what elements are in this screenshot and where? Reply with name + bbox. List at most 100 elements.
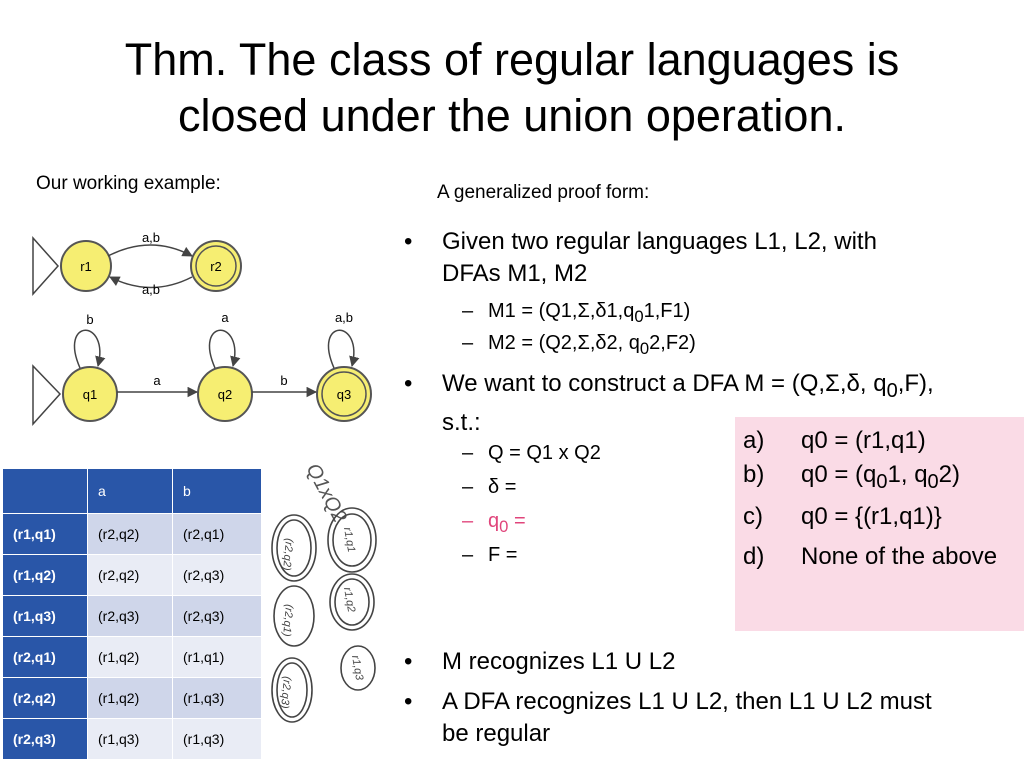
edge-label-top: a,b xyxy=(142,230,160,245)
start-arrow-icon xyxy=(32,364,62,426)
table-row-header: (r2,q1) xyxy=(2,636,88,678)
bullet-given-text: Given two regular languages L1, L2, with… xyxy=(442,228,877,287)
state-r2-accept-ring xyxy=(195,245,237,287)
table-cell: (r2,q2) xyxy=(87,513,173,555)
hand-circle xyxy=(327,507,377,573)
hand-circle xyxy=(271,657,313,723)
table-row: (r1,q2) (r2,q2) (r2,q3) xyxy=(2,554,262,596)
quiz-option-label: b) xyxy=(743,461,765,488)
state-q3-accept-ring xyxy=(321,371,367,417)
working-example-label: Our working example: xyxy=(36,173,221,194)
quiz-b-text-3: 2) xyxy=(938,461,961,488)
m2-text-end: 2,F2) xyxy=(649,332,696,354)
bullet-conclusion-text: A DFA recognizes L1 U L2, then L1 U L2 m… xyxy=(442,688,932,747)
m1-sub: 0 xyxy=(634,307,644,326)
table-cell: (r1,q2) xyxy=(87,636,173,678)
loop-q2 xyxy=(208,329,241,369)
bullet-conclusion: • A DFA recognizes L1 U L2, then L1 U L2… xyxy=(404,686,934,750)
hand-circle-label: (r2,q2) xyxy=(280,538,295,572)
table-row-header: (r1,q2) xyxy=(2,554,88,596)
q-def-text: Q = Q1 x Q2 xyxy=(488,442,601,464)
state-q1-label: q1 xyxy=(83,387,97,402)
state-q3-label: q3 xyxy=(337,387,351,402)
table-row-header: (r1,q1) xyxy=(2,513,88,555)
hand-circle xyxy=(271,514,317,582)
dash-icon: – xyxy=(462,510,474,532)
bullet-dot-icon: • xyxy=(404,688,413,715)
state-q2-label: q2 xyxy=(218,387,232,402)
dash-icon: – xyxy=(462,476,474,498)
q0-sub: 0 xyxy=(499,517,509,536)
sub-bullet-delta: –δ = xyxy=(462,474,516,500)
m2-sub: 0 xyxy=(639,339,650,358)
title-line-2: closed under the union operation. xyxy=(178,90,846,141)
hand-circle-label: r1,q1 xyxy=(341,526,357,553)
sub-bullet-q0: –q0 = xyxy=(462,508,526,540)
title-line-1: Thm. The class of regular languages is xyxy=(124,34,900,85)
bullet-dot-icon: • xyxy=(404,228,413,255)
f-def-text: F = xyxy=(488,544,518,566)
dfa2-diagram: q1 q2 q3 b a a,b a b xyxy=(32,310,372,426)
edge-r1-r2 xyxy=(107,244,193,257)
m1-text: M1 = (Q1,Σ,δ1,q xyxy=(488,300,635,322)
hand-circle-label: (r2,q1) xyxy=(280,604,295,638)
q0-text-end: = xyxy=(508,510,526,532)
want-text-end: ,F), s.t.: xyxy=(442,370,934,436)
bullet-want-text: We want to construct a DFA M = (Q,Σ,δ, q… xyxy=(442,368,934,439)
quiz-option-label: a) xyxy=(743,427,765,454)
table-row-header: (r2,q3) xyxy=(2,718,88,760)
sub-bullet-m2: –M2 = (Q2,Σ,δ2, q02,F2) xyxy=(462,330,696,362)
table-cell: (r2,q3) xyxy=(172,595,262,637)
table-row: (r1,q3) (r2,q3) (r2,q3) xyxy=(2,595,262,637)
table-cell: (r1,q1) xyxy=(172,636,262,678)
loop-q2-label: a xyxy=(221,310,229,325)
edge-r2-r1 xyxy=(109,276,193,289)
table-header-cell: b xyxy=(172,468,262,514)
hand-circle-label: (r2,q3) xyxy=(278,676,293,710)
loop-q3 xyxy=(327,329,360,369)
proof-form-label: A generalized proof form: xyxy=(437,182,650,203)
handwritten-annotations: Q1xQ2 (r2,q2) r1,q1 (r2,q1) r1,q2 (r2,q3… xyxy=(271,460,377,723)
quiz-option-label: c) xyxy=(743,503,763,530)
bullet-recognizes-text: M recognizes L1 U L2 xyxy=(442,648,676,675)
edge-label-bottom: a,b xyxy=(142,282,160,297)
edge-q1-q2-label: a xyxy=(153,373,161,388)
sub-bullet-m1: –M1 = (Q1,Σ,δ1,q01,F1) xyxy=(462,298,690,330)
quiz-b-text-1: q0 = (q xyxy=(801,461,877,488)
quiz-b-sub-1: 0 xyxy=(876,470,888,493)
hand-circle xyxy=(340,645,376,691)
hand-circle xyxy=(329,573,375,631)
dash-icon: – xyxy=(462,544,474,566)
loop-q1 xyxy=(73,329,106,369)
quiz-option-text: q0 = {(r1,q1)} xyxy=(801,503,942,530)
sub-bullet-q: –Q = Q1 x Q2 xyxy=(462,440,601,466)
slide-title: Thm. The class of regular languages is c… xyxy=(0,32,1024,144)
state-r1-label: r1 xyxy=(80,259,92,274)
quiz-option-a: a) q0 = (r1,q1) xyxy=(743,425,1021,457)
hand-circle xyxy=(334,578,370,626)
hand-circle xyxy=(276,662,308,718)
table-row-header: (r2,q2) xyxy=(2,677,88,719)
table-row-header: (r1,q3) xyxy=(2,595,88,637)
table-header-cell: a xyxy=(87,468,173,514)
state-r2 xyxy=(190,240,242,292)
bullet-dot-icon: • xyxy=(404,648,413,675)
dash-icon: – xyxy=(462,332,474,354)
table-cell: (r2,q2) xyxy=(87,554,173,596)
sub-bullet-f: –F = xyxy=(462,542,517,568)
table-row: (r2,q3) (r1,q3) (r1,q3) xyxy=(2,718,262,760)
start-arrow-icon xyxy=(32,236,60,296)
delta-def-text: δ = xyxy=(488,476,517,498)
table-row: (r2,q1) (r1,q2) (r1,q1) xyxy=(2,636,262,678)
quiz-option-text: q0 = (r1,q1) xyxy=(801,427,926,454)
hand-circle-label: r1,q3 xyxy=(349,654,365,682)
table-cell: (r2,q1) xyxy=(172,513,262,555)
table-row: (r2,q2) (r1,q2) (r1,q3) xyxy=(2,677,262,719)
state-r2-label: r2 xyxy=(210,259,222,274)
state-q1 xyxy=(62,366,118,422)
quiz-option-text: q0 = (q01, q02) xyxy=(801,459,1021,498)
edge-q2-q3-label: b xyxy=(280,373,287,388)
bullet-given: • Given two regular languages L1, L2, wi… xyxy=(404,226,934,290)
m1-text-end: 1,F1) xyxy=(643,300,691,322)
quiz-box: a) q0 = (r1,q1) b) q0 = (q01, q02) c) q0… xyxy=(735,417,1024,631)
